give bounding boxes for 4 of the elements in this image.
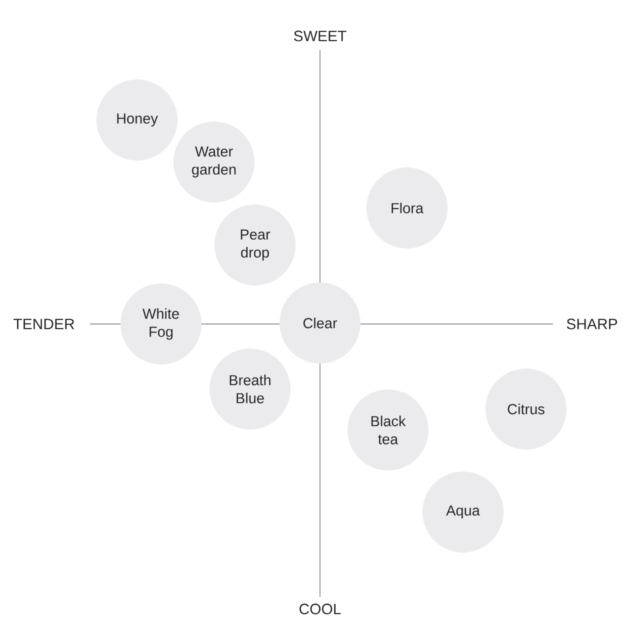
axis-label: SHARP [566, 318, 618, 330]
axis-label: TENDER [14, 318, 74, 330]
axis-label: COOL [300, 604, 341, 614]
axis-label: SWEET [294, 30, 346, 42]
